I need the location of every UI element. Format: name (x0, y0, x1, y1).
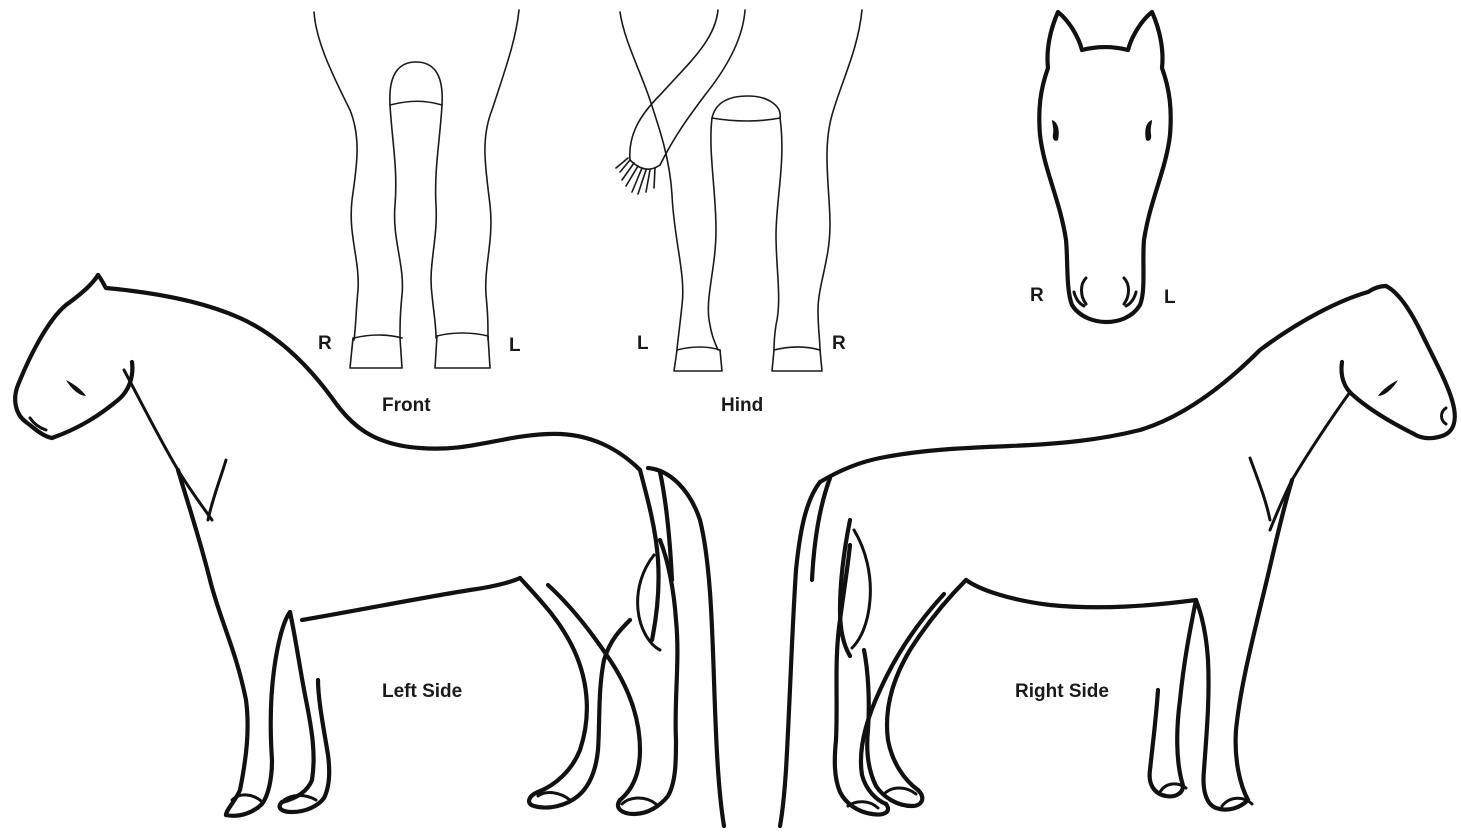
horse-front-legs-icon (314, 10, 519, 368)
hind-right-leg-label: R (832, 333, 846, 354)
hind-legs-view: L R Hind (616, 10, 862, 416)
front-legs-view: R L Front (314, 10, 521, 416)
left-side-view: Left Side (15, 275, 724, 826)
front-left-leg-label: L (509, 335, 521, 356)
head-right-label: R (1030, 285, 1044, 306)
horse-head-front-icon (1039, 12, 1170, 322)
left-side-caption: Left Side (382, 681, 462, 702)
head-left-label: L (1164, 287, 1176, 308)
horse-hind-legs-icon (616, 10, 862, 371)
right-side-view: Right Side (780, 286, 1455, 826)
horse-left-side-icon (15, 275, 724, 826)
front-view-caption: Front (382, 395, 431, 416)
horse-right-side-icon (780, 286, 1455, 826)
head-front-view: R L (1030, 12, 1176, 322)
hind-left-leg-label: L (637, 333, 649, 354)
right-side-caption: Right Side (1015, 681, 1109, 702)
front-right-leg-label: R (318, 333, 332, 354)
hind-view-caption: Hind (721, 395, 763, 416)
